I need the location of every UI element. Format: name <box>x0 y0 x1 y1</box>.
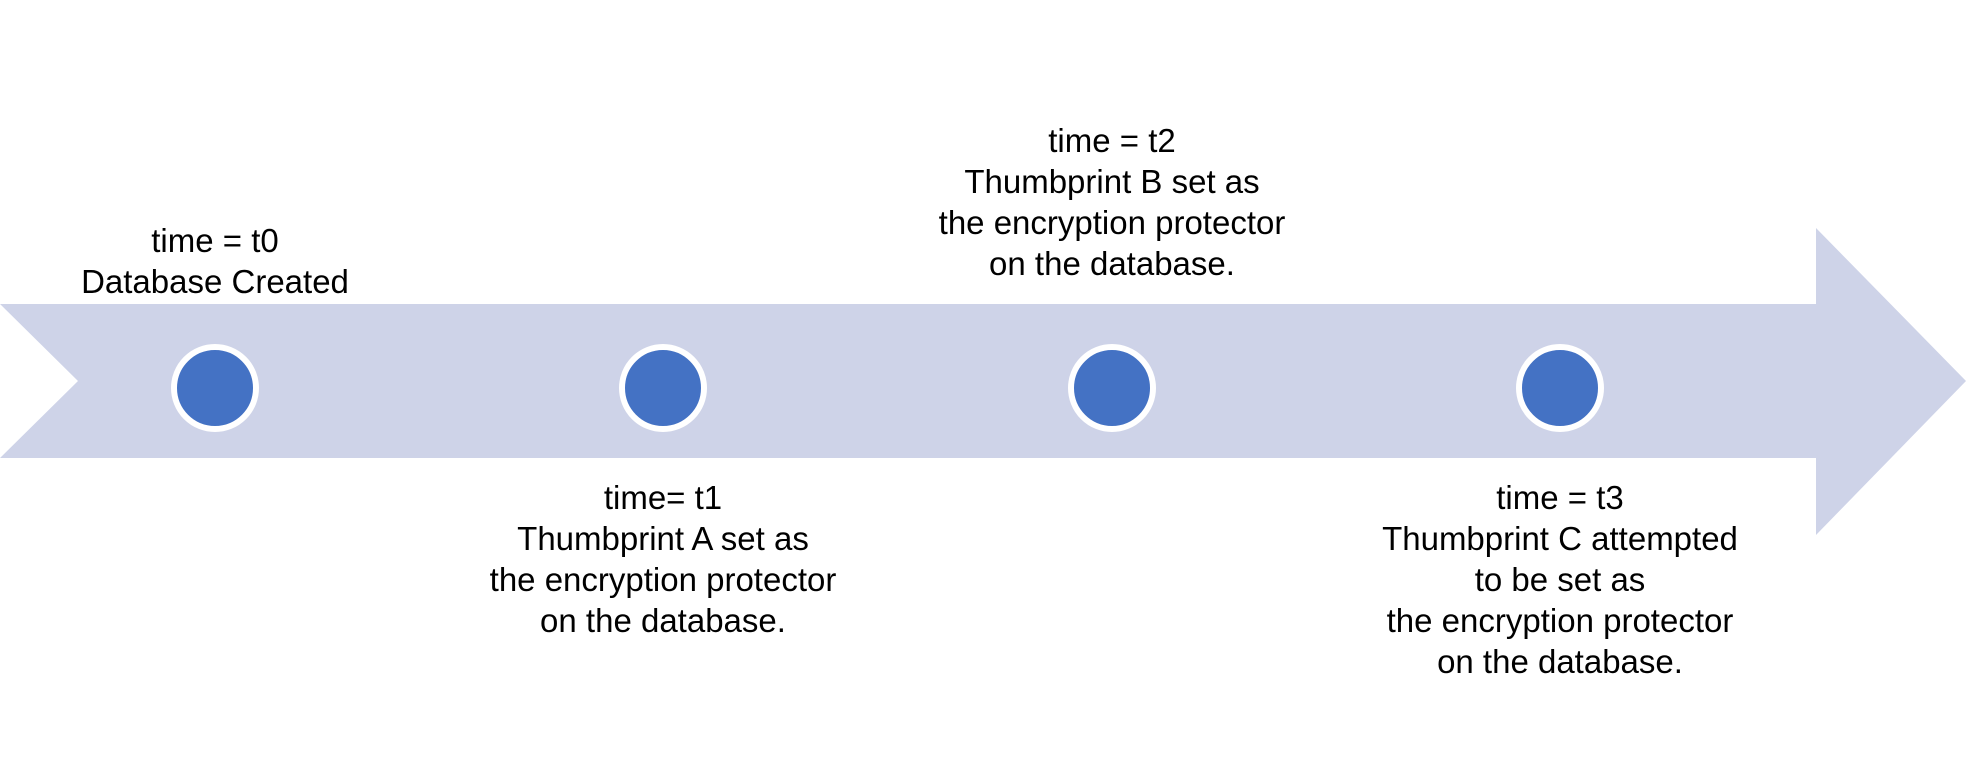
caption-line: on the database. <box>1437 643 1683 680</box>
timeline-node-t2[interactable] <box>1068 344 1156 432</box>
caption-line: the encryption protector <box>938 204 1286 241</box>
caption-line: time = t0 <box>151 222 279 259</box>
caption-line: Thumbprint A set as <box>517 520 809 557</box>
timeline-node-t0[interactable] <box>171 344 259 432</box>
timeline-node-t3[interactable] <box>1516 344 1604 432</box>
caption-line: Database Created <box>81 263 349 300</box>
timeline-caption-t3: time = t3 Thumbprint C attempted to be s… <box>1382 477 1738 682</box>
caption-line: time= t1 <box>603 479 723 516</box>
caption-line: Thumbprint B set as <box>964 163 1260 200</box>
caption-line: time = t2 <box>1048 122 1176 159</box>
caption-line: on the database. <box>540 602 786 639</box>
timeline-node-t1[interactable] <box>619 344 707 432</box>
timeline-caption-t2: time = t2 Thumbprint B set as the encryp… <box>939 120 1286 284</box>
caption-line: on the database. <box>989 245 1235 282</box>
timeline-caption-t0: time = t0 Database Created <box>81 220 349 302</box>
timeline-arrow-shape <box>0 228 1966 535</box>
caption-line: the encryption protector <box>489 561 837 598</box>
caption-line: Thumbprint C attempted <box>1382 520 1738 557</box>
caption-line: the encryption protector <box>1386 602 1734 639</box>
timeline-caption-t1: time= t1 Thumbprint A set as the encrypt… <box>490 477 837 641</box>
caption-line: to be set as <box>1474 561 1646 598</box>
caption-line: time = t3 <box>1496 479 1624 516</box>
